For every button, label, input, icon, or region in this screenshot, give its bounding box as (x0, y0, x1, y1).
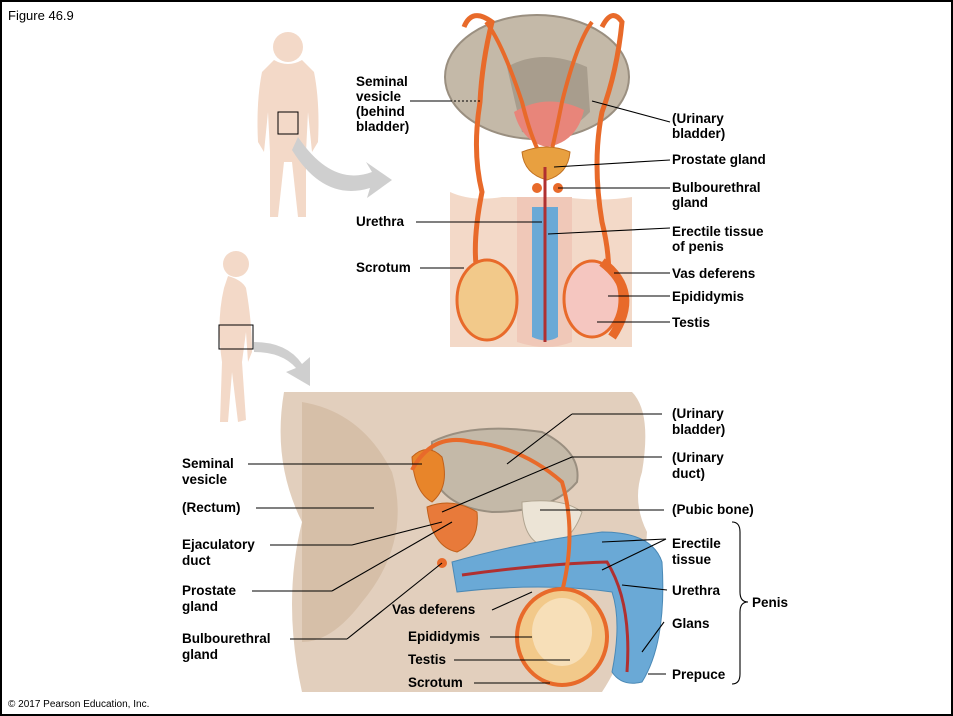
label-seminal-vesicle-side: Seminal vesicle (182, 456, 238, 487)
sagittal-right-labels: (Urinary bladder) (Urinary duct) (Pubic … (672, 406, 788, 682)
label-prostate-gland-side: Prostate gland (182, 583, 240, 614)
label-scrotum-front: Scrotum (356, 260, 411, 275)
label-urethra-front: Urethra (356, 214, 405, 229)
label-pubic-bone: (Pubic bone) (672, 502, 754, 517)
label-bulbourethral-gland-side: Bulbourethral gland (182, 631, 274, 662)
label-scrotum-side: Scrotum (408, 675, 463, 690)
label-urinary-bladder-front: (Urinary bladder) (672, 111, 728, 141)
copyright-notice: © 2017 Pearson Education, Inc. (8, 699, 149, 710)
sagittal-left-labels: Seminal vesicle (Rectum) Ejaculatory duc… (182, 456, 274, 662)
label-glans: Glans (672, 616, 710, 631)
label-prepuce: Prepuce (672, 667, 726, 682)
penis-bracket (732, 522, 748, 684)
label-epididymis-side: Epididymis (408, 629, 480, 644)
side-arrow (254, 342, 310, 386)
label-penis: Penis (752, 595, 788, 610)
label-vas-deferens-front: Vas deferens (672, 266, 755, 281)
label-testis-front: Testis (672, 315, 710, 330)
label-rectum: (Rectum) (182, 500, 241, 515)
label-prostate-gland-front: Prostate gland (672, 152, 766, 167)
front-arrow (292, 137, 392, 198)
front-body-silhouette (258, 32, 319, 217)
label-epididymis-front: Epididymis (672, 289, 744, 304)
label-erectile-tissue-of-penis: Erectile tissue of penis (672, 224, 767, 254)
label-ejaculatory-duct: Ejaculatory duct (182, 537, 259, 568)
label-seminal-vesicle-behind-bladder: Seminal vesicle (behind bladder) (356, 74, 412, 134)
side-body-silhouette (219, 251, 253, 422)
label-erectile-tissue-side: Erectile tissue (672, 536, 725, 567)
label-urethra-side: Urethra (672, 583, 721, 598)
label-testis-side: Testis (408, 652, 446, 667)
front-right-labels: (Urinary bladder) Prostate gland Bulbour… (672, 111, 767, 330)
front-anatomy-illustration (445, 15, 632, 347)
label-urinary-bladder-side: (Urinary bladder) (672, 406, 728, 437)
label-urinary-duct: (Urinary duct) (672, 450, 728, 481)
label-bulbourethral-gland-front: Bulbourethral gland (672, 180, 764, 210)
label-vas-deferens-side: Vas deferens (392, 602, 475, 617)
